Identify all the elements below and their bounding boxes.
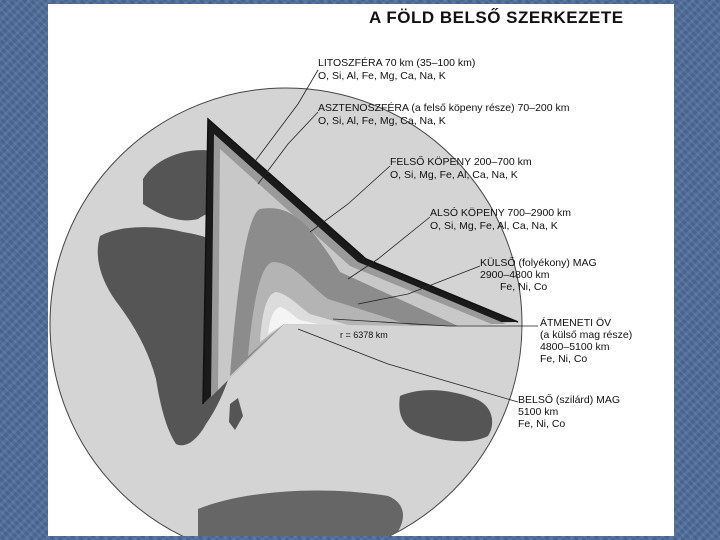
layer-asthenosphere <box>211 134 506 397</box>
label-transition-zone: ÁTMENETI ÖV (a külső mag része) 4800–510… <box>540 316 635 365</box>
land-antarctica <box>198 490 403 536</box>
layer-upper-mantle <box>218 149 494 390</box>
label-outer-core: KÜLSŐ (folyékony) MAG 2900–4800 km Fe, N… <box>480 255 600 293</box>
layer-crust <box>203 119 518 404</box>
leader-line-1 <box>257 111 319 185</box>
layer-labels: LITOSZFÉRA 70 km (35–100 km) O, Si, Al, … <box>318 56 635 430</box>
layer-lower-mantle <box>230 208 458 376</box>
leader-line-2 <box>309 165 391 233</box>
cutaway-wedge <box>202 117 519 405</box>
label-lithosphere: LITOSZFÉRA 70 km (35–100 km) O, Si, Al, … <box>318 56 478 82</box>
leader-line-5 <box>332 318 538 327</box>
label-inner-core: BELSŐ (szilárd) MAG 5100 km Fe, Ni, Co <box>518 392 623 430</box>
leader-line-3 <box>347 216 431 280</box>
label-lower-mantle: ALSÓ KÖPENY 700–2900 km O, Si, Mg, Fe, A… <box>430 206 574 232</box>
land-island-1 <box>179 325 187 333</box>
label-upper-mantle: FELSŐ KÖPENY 200–700 km O, Si, Mg, Fe, A… <box>390 154 535 181</box>
earth-structure-diagram: r = 6378 km A FÖLD BELSŐ SZERKEZETE LITO… <box>49 8 635 536</box>
wedge-outline <box>202 117 519 405</box>
leader-line-0 <box>252 69 319 165</box>
leader-line-4 <box>357 265 481 305</box>
leader-lines <box>252 69 538 403</box>
leader-line-6 <box>297 328 519 403</box>
layer-inner-core <box>268 307 318 334</box>
land-island-2 <box>185 339 191 345</box>
land-madagascar <box>229 398 243 430</box>
land-australia <box>399 390 493 442</box>
diagram-title: A FÖLD BELSŐ SZERKEZETE <box>369 8 624 27</box>
slide: r = 6378 km A FÖLD BELSŐ SZERKEZETE LITO… <box>48 4 674 536</box>
layer-transition <box>260 292 348 342</box>
label-asthenosphere: ASZTENOSZFÉRA (a felső köpeny része) 70–… <box>318 101 572 127</box>
layer-outer-core <box>248 262 413 356</box>
radius-label: r = 6378 km <box>340 330 388 340</box>
